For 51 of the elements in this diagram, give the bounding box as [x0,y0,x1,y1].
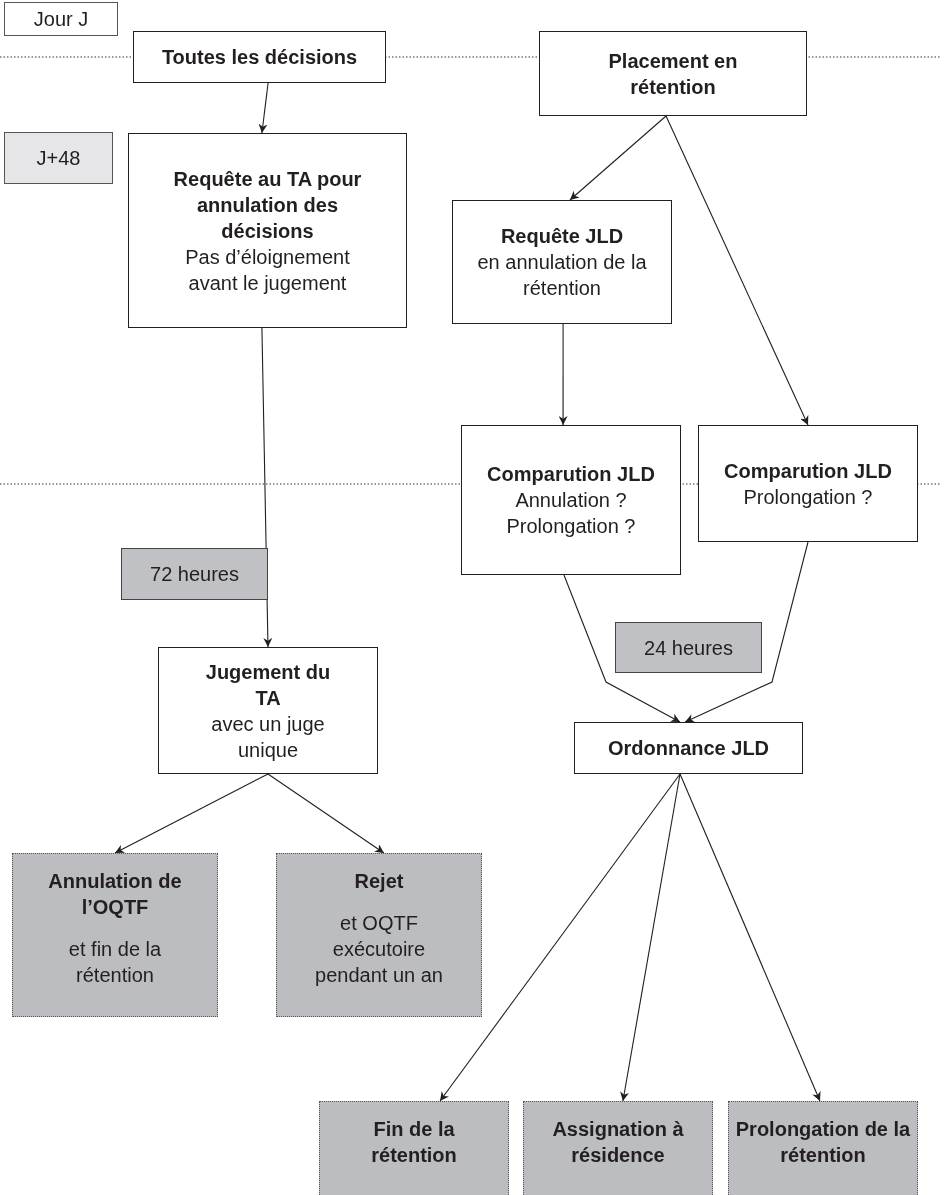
node-heading: Comparution JLD [724,458,892,484]
arrow [558,323,568,426]
node-heading: Annulation de l’OQTF [47,869,183,920]
node-text: Pas d’éloignement avant le jugement [184,244,351,296]
process-box [133,31,386,83]
arrow [439,773,681,1102]
node-text: en annulation de la rétention [477,250,647,301]
node-heading: Prolongation de la rétention [734,1117,912,1168]
process-box [158,647,378,774]
arrow [114,773,269,854]
arrow [563,574,681,723]
node-heading: Requête JLD [500,224,624,249]
node-heading: 24 heures [644,635,733,661]
node-heading: Placement en rétention [607,48,739,100]
outcome-box [276,853,482,1017]
node-heading: 72 heures [150,562,239,587]
node-text: Annulation ? Prolongation ? [505,488,637,539]
time-tag [4,132,113,184]
process-box [698,425,918,542]
arrow [267,773,385,854]
outcome-box [319,1101,509,1195]
node-heading: Comparution JLD [487,462,655,487]
node-text: Prolongation ? [743,484,873,510]
node-heading: J+48 [36,146,81,171]
time-tag [4,2,118,36]
process-box [539,31,807,116]
node-heading: Jour J [33,7,89,32]
node-heading: Rejet [354,869,404,894]
node-text: et OQTF exécutoire pendant un an [314,911,444,988]
duration-tag [121,548,268,600]
process-box [574,722,803,774]
node-text: avec un juge unique [210,711,326,763]
arrow [258,82,269,134]
outcome-box [12,853,218,1017]
arrow [620,773,681,1102]
process-box [461,425,681,575]
arrow [569,115,667,201]
arrow [679,773,821,1102]
duration-tag [615,622,762,673]
node-heading: Requête au TA pour annulation des décisions [172,166,363,244]
process-box [128,133,407,328]
outcome-box [523,1101,713,1195]
process-box [452,200,672,324]
node-heading: Fin de la rétention [370,1117,458,1168]
arrow [665,115,809,426]
node-heading: Ordonnance JLD [607,736,770,761]
outcome-box [728,1101,918,1195]
arrow [684,541,809,723]
node-heading: Assignation à résidence [551,1117,685,1168]
node-heading: Toutes les décisions [161,45,358,70]
node-text: et fin de la rétention [67,937,163,988]
